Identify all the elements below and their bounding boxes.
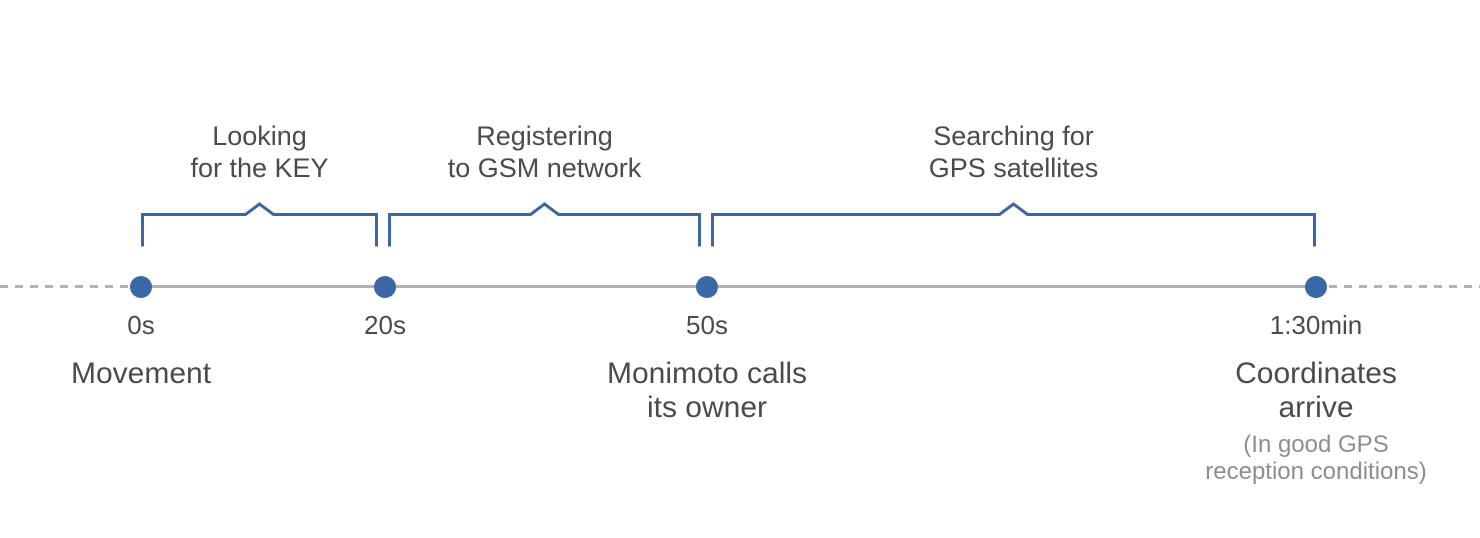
time-label-50s: 50s: [686, 310, 728, 340]
brace-shape: [711, 202, 1316, 247]
phase-label-searching-gps: Searching for GPS satellites: [929, 120, 1099, 184]
brace-looking-for-key: [141, 201, 378, 248]
event-label-line: Monimoto calls: [606, 357, 808, 390]
event-label-movement: Movement: [71, 357, 211, 391]
time-label-20s: 20s: [364, 310, 406, 340]
phase-label-line: for the KEY: [190, 153, 329, 183]
phase-label-line: Registering: [476, 121, 613, 151]
brace-shape: [141, 202, 378, 247]
phase-label-line: GPS satellites: [928, 153, 1099, 183]
phase-label-line: Looking: [212, 121, 307, 151]
phase-label-line: to GSM network: [447, 153, 642, 183]
brace-shape: [388, 202, 701, 247]
event-label-coordinates-arrive: Coordinates arrive: [1235, 357, 1397, 425]
timeline-dot-20s: [374, 276, 396, 298]
time-label-1-30min: 1:30min: [1269, 310, 1363, 340]
event-note-line: reception conditions): [1205, 458, 1427, 485]
phase-label-line: Searching for: [933, 121, 1094, 151]
phase-label-registering-gsm: Registering to GSM network: [448, 120, 642, 184]
brace-registering-gsm: [388, 201, 701, 248]
timeline-dot-1-30min: [1305, 276, 1327, 298]
brace-searching-gps: [711, 201, 1316, 248]
event-label-line: Movement: [70, 357, 212, 390]
timeline-dashed-left: [0, 285, 128, 288]
event-note-line: (In good GPS: [1243, 431, 1389, 458]
timeline-dashed-right: [1329, 285, 1480, 288]
event-label-line: Coordinates: [1235, 357, 1397, 390]
time-label-0s: 0s: [127, 310, 155, 340]
event-label-line: its owner: [646, 391, 768, 424]
phase-label-looking-for-key: Looking for the KEY: [190, 120, 328, 184]
timeline-line: [141, 285, 1316, 288]
timeline-dot-50s: [696, 276, 718, 298]
timeline-dot-0s: [130, 276, 152, 298]
event-label-monimoto-calls: Monimoto calls its owner: [607, 357, 807, 425]
event-label-line: arrive: [1278, 391, 1354, 424]
event-note-gps-reception: (In good GPS reception conditions): [1205, 431, 1426, 485]
